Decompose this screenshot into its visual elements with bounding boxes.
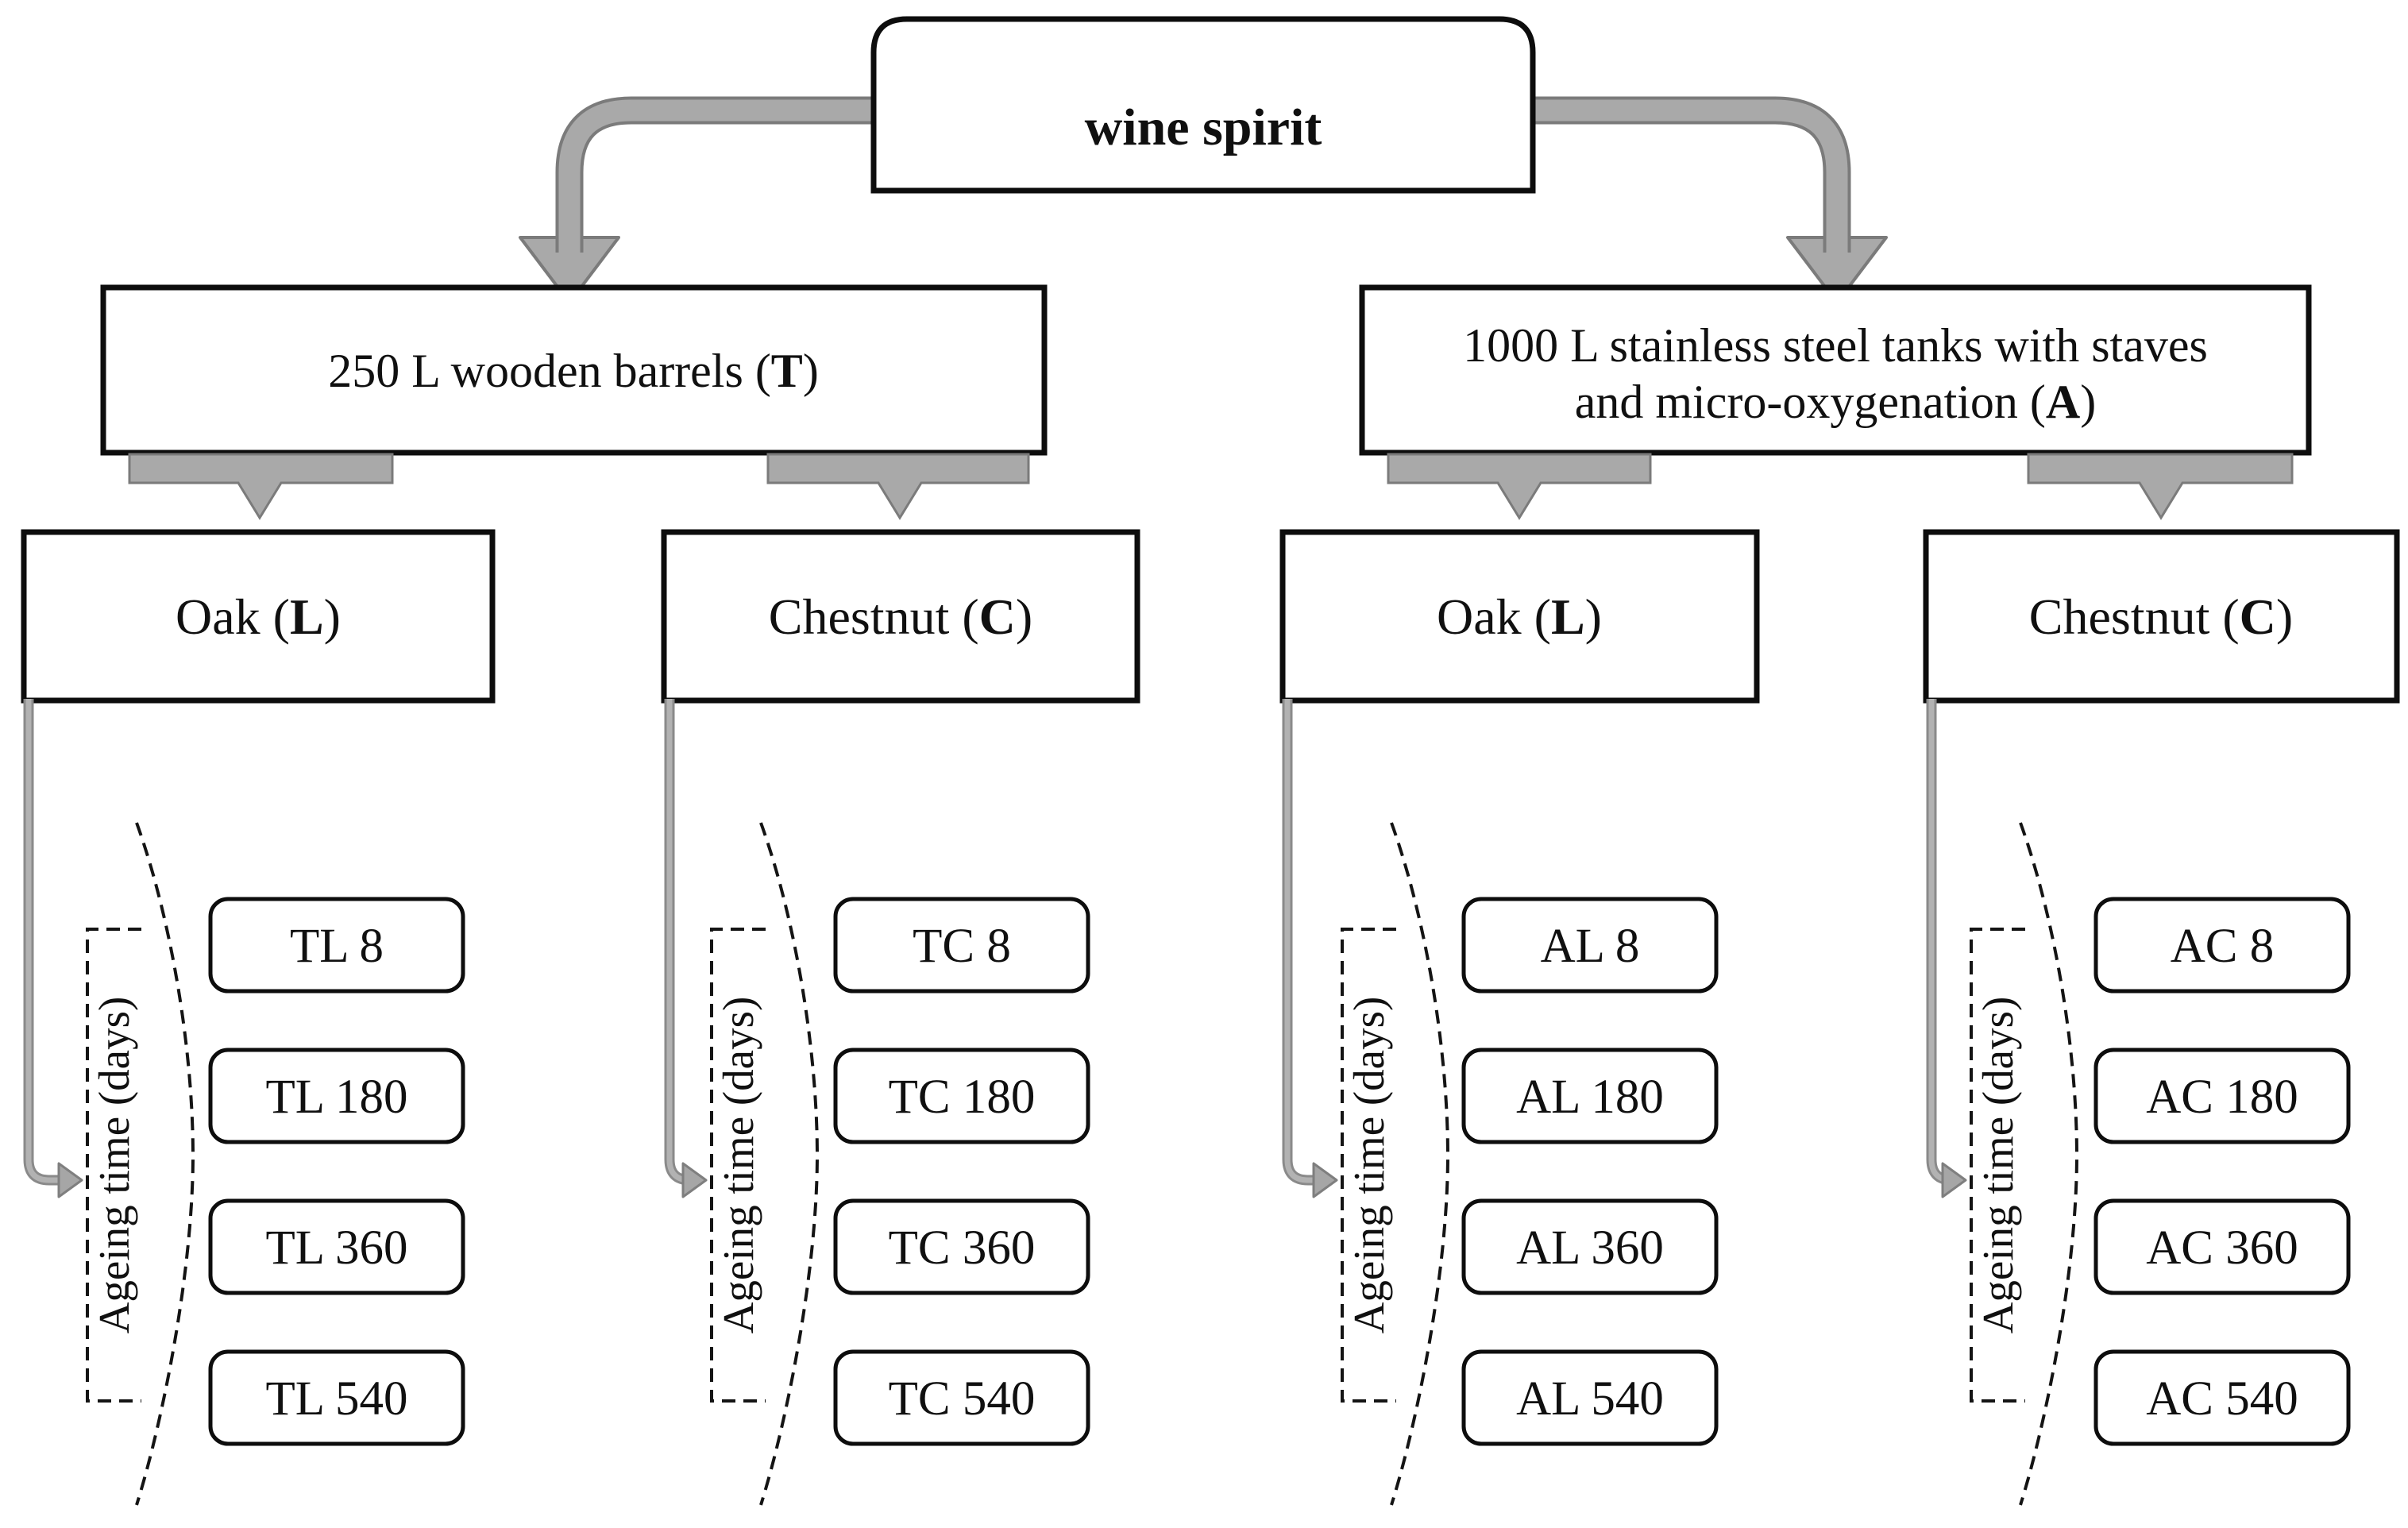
branch-tanks-label-line1: 1000 L stainless steel tanks with staves (1463, 319, 2208, 372)
ageing-axis-bulge (759, 822, 820, 1506)
sample-box (1461, 1349, 1719, 1446)
ageing-axis-frame (86, 928, 141, 1403)
sample-label: AL 360 (1516, 1221, 1664, 1275)
sample-box (1461, 1198, 1719, 1295)
sample-box (833, 1349, 1090, 1446)
flow-arrow-left-icon (519, 96, 875, 304)
sample-label: TL 360 (265, 1221, 407, 1275)
wood-box-chestnut-A: Chestnut (C) (1923, 529, 2400, 704)
ageing-group-AL: Ageing time (days) AL 8 AL 180 AL 360 AL… (1282, 699, 1719, 1506)
wood-box-oak-T: Oak (L) (21, 529, 496, 704)
ageing-axis-bulge (1390, 822, 1450, 1506)
ageing-axis-frame (710, 928, 766, 1403)
ageing-axis-bulge (2019, 822, 2079, 1506)
root-box: wine spirit (870, 16, 1536, 194)
ageing-axis-bulge (135, 822, 195, 1506)
sample-box (833, 897, 1090, 994)
sample-box (208, 1198, 465, 1295)
sample-label: AC 360 (2146, 1221, 2298, 1275)
sample-box (1461, 897, 1719, 994)
wood-label: Oak (L) (1437, 588, 1602, 645)
branch-box-tanks: 1000 L stainless steel tanks with staves… (1359, 284, 2312, 456)
sample-box (833, 1198, 1090, 1295)
sample-label: TL 540 (265, 1372, 407, 1426)
wood-label: Chestnut (C) (2029, 588, 2293, 645)
sample-label: TC 360 (889, 1221, 1036, 1275)
sample-box (2093, 897, 2351, 994)
wood-label: Oak (L) (176, 588, 341, 645)
branch-box-barrels: 250 L wooden barrels (T) (100, 284, 1048, 456)
ageing-group-TC: Ageing time (days) TC 8 TC 180 TC 360 TC… (664, 699, 1090, 1506)
ageing-axis-label: Ageing time (days) (1345, 997, 1393, 1334)
wood-label: Chestnut (C) (769, 588, 1032, 645)
root-label: wine spirit (1085, 98, 1322, 156)
connector-tab-icon (1387, 453, 1652, 520)
sample-box (2093, 1349, 2351, 1446)
elbow-arrowhead-icon (57, 1162, 83, 1198)
connector-tab-icon (2027, 453, 2294, 520)
elbow-arrowhead-icon (681, 1162, 708, 1198)
sample-label: TC 540 (889, 1372, 1036, 1426)
sample-label: TL 8 (290, 920, 384, 973)
sample-box (208, 1349, 465, 1446)
ageing-group-AC: Ageing time (days) AC 8 AC 180 AC 360 AC… (1926, 699, 2351, 1506)
sample-label: AC 180 (2146, 1071, 2298, 1124)
sample-label: AL 540 (1516, 1372, 1664, 1426)
sample-box (208, 1048, 465, 1144)
sample-label: TC 180 (889, 1071, 1036, 1124)
sample-box (2093, 1048, 2351, 1144)
elbow-arrowhead-icon (1941, 1162, 1967, 1198)
ageing-axis-label: Ageing time (days) (714, 997, 762, 1334)
elbow-arrow-icon (1926, 699, 1953, 1186)
sample-box (208, 897, 465, 994)
sample-label: AL 8 (1541, 920, 1640, 973)
sample-box (1461, 1048, 1719, 1144)
branch-tanks-label-line2: and micro-oxygenation (A) (1575, 376, 2096, 428)
connector-tab-icon (128, 453, 394, 520)
ageing-axis-frame (1970, 928, 2025, 1403)
sample-label: TL 180 (265, 1071, 407, 1124)
elbow-arrow-icon (1282, 699, 1315, 1186)
wood-box-oak-A: Oak (L) (1279, 529, 1760, 704)
elbow-arrowhead-icon (1312, 1162, 1338, 1198)
ageing-group-TL: Ageing time (days) TL 8 TL 180 TL 360 TL… (23, 699, 465, 1506)
sample-label: AL 180 (1516, 1071, 1664, 1124)
flow-arrow-right-icon (1531, 96, 1888, 304)
elbow-arrow-icon (23, 699, 62, 1186)
sample-label: TC 8 (913, 920, 1011, 973)
ageing-axis-frame (1341, 928, 1396, 1403)
sample-box (833, 1048, 1090, 1144)
connector-tab-icon (766, 453, 1030, 520)
sample-label: AC 8 (2171, 920, 2275, 973)
ageing-axis-label: Ageing time (days) (90, 997, 138, 1334)
wood-box-chestnut-T: Chestnut (C) (661, 529, 1140, 704)
elbow-arrow-icon (664, 699, 691, 1186)
sample-label: AC 540 (2146, 1372, 2298, 1426)
branch-barrels-label: 250 L wooden barrels (T) (328, 345, 819, 397)
sample-box (2093, 1198, 2351, 1295)
ageing-axis-label: Ageing time (days) (1974, 997, 2022, 1334)
